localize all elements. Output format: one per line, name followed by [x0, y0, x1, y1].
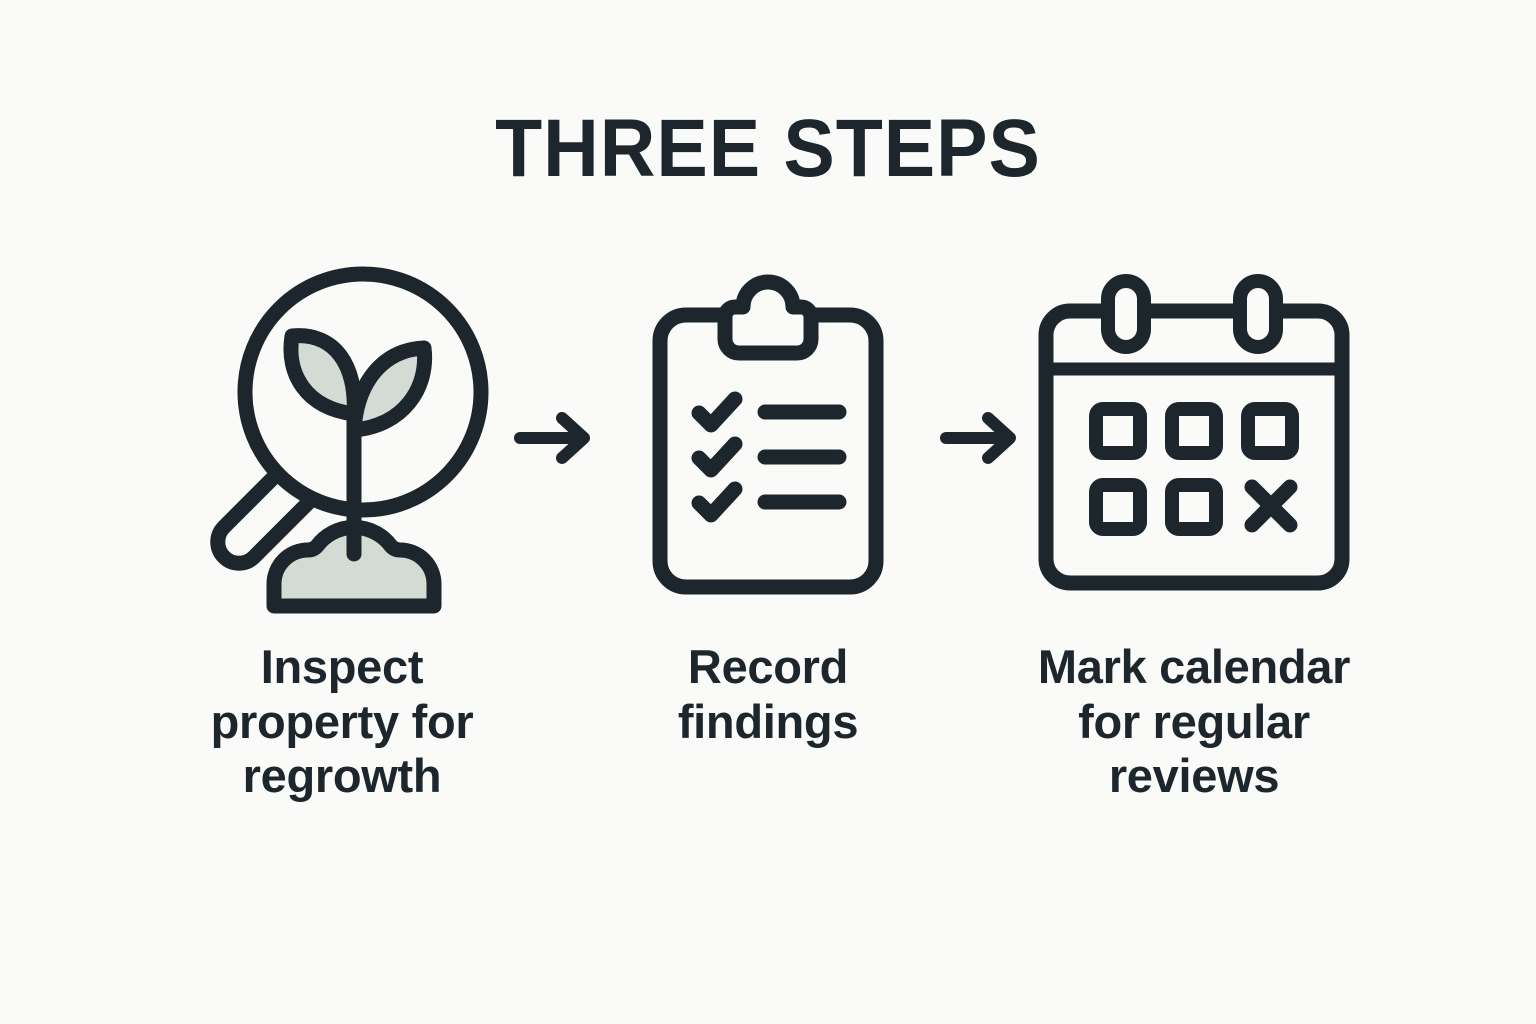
step-3-caption: Mark calendar for regular reviews — [1037, 640, 1351, 803]
sprout-leaf-right-shape — [346, 340, 433, 438]
step-3-icon-box — [1029, 258, 1359, 618]
clipboard-clip-shape — [717, 274, 819, 361]
magnifier-sprout-icon — [210, 266, 489, 614]
step-2-caption: Record findings — [677, 640, 859, 748]
arrow-right-icon — [514, 412, 590, 464]
connector-arrow-1-box — [507, 258, 603, 618]
checkmark-2-icon — [691, 436, 743, 478]
calendar-day-cell-1 — [1089, 402, 1147, 460]
calendar-day-cell-3 — [1241, 402, 1299, 460]
calendar-icon — [1038, 274, 1350, 591]
step-1-caption: Inspect property for regrowth — [210, 640, 474, 803]
clipboard-checklist-icon — [652, 274, 884, 595]
arrow-right-icon — [940, 412, 1016, 464]
step-1-icon-box — [177, 258, 507, 618]
calendar-marked-day-x-icon — [1244, 479, 1298, 533]
checkmark-1-icon — [691, 391, 743, 433]
calendar-day-cell-5 — [1165, 478, 1223, 536]
calendar-ring-left-shape — [1101, 274, 1151, 354]
steps-row: Inspect property for regrowth — [0, 258, 1536, 898]
calendar-day-cell-2 — [1165, 402, 1223, 460]
step-item-3: Mark calendar for regular reviews — [1029, 258, 1359, 804]
calendar-day-cell-4 — [1089, 478, 1147, 536]
step-2-icon-box — [603, 258, 933, 618]
connector-arrow-2-box — [933, 258, 1029, 618]
step-item-2: Record findings — [603, 258, 933, 749]
checkmark-3-icon — [691, 481, 743, 523]
sprout-leaf-left-shape — [283, 328, 362, 422]
step-item-1: Inspect property for regrowth — [177, 258, 507, 804]
page-title: THREE STEPS — [495, 103, 1041, 194]
calendar-ring-right-shape — [1233, 274, 1283, 354]
